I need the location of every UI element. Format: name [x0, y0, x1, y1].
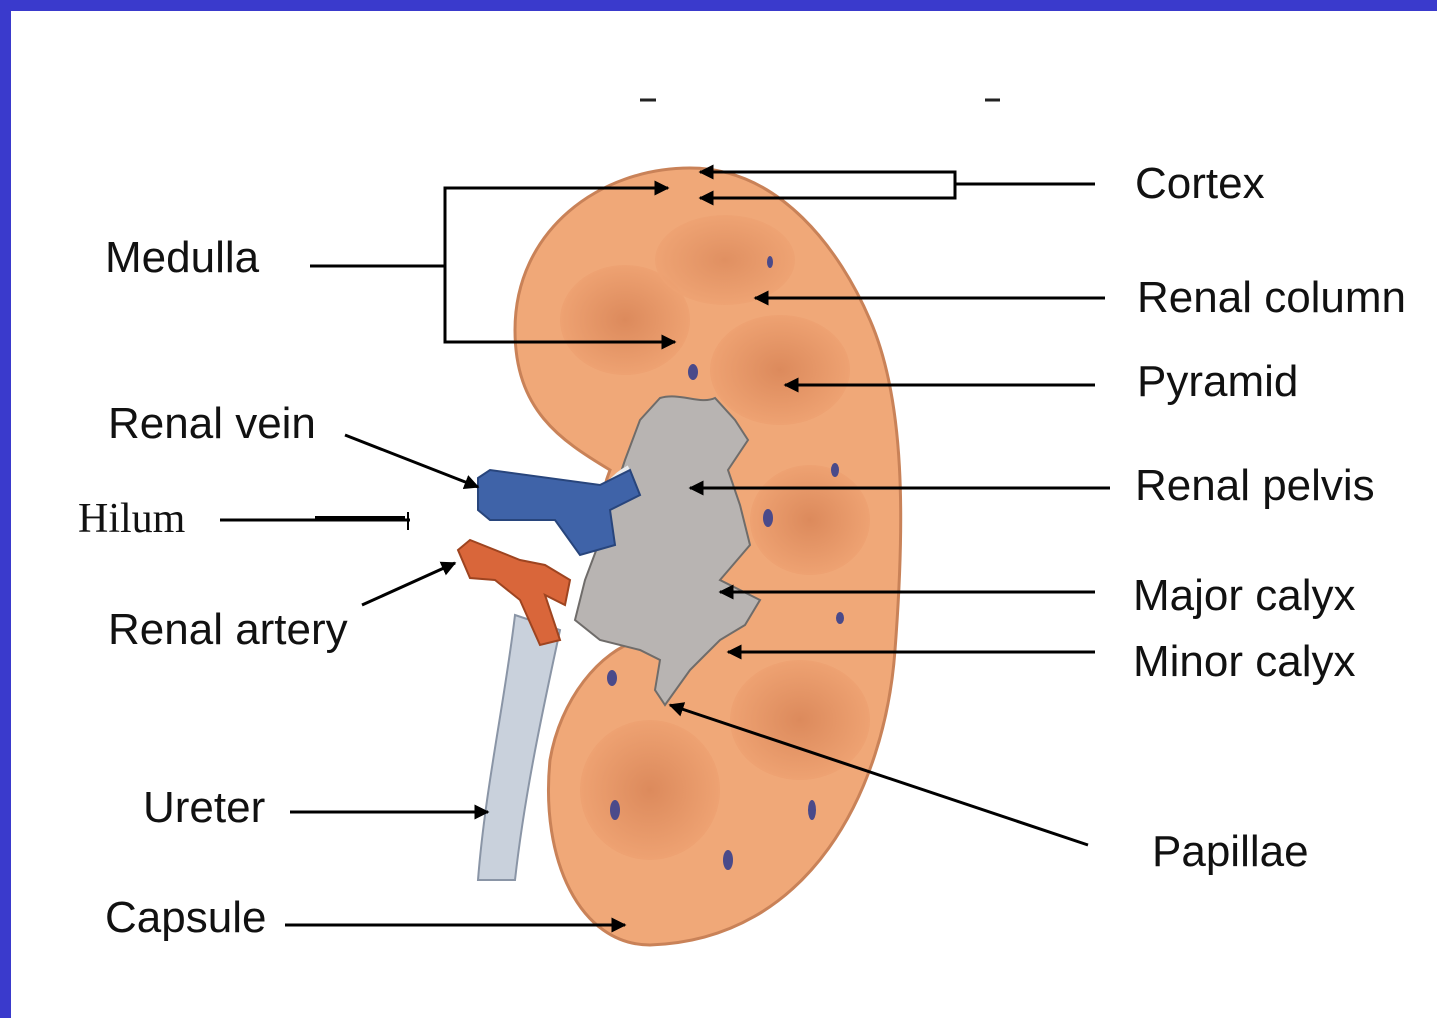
label-pyramid: Pyramid — [1137, 357, 1298, 406]
label-renal-column: Renal column — [1137, 273, 1406, 322]
label-ureter: Ureter — [143, 783, 265, 832]
label-capsule: Capsule — [105, 893, 266, 942]
label-renal-vein: Renal vein — [108, 399, 316, 448]
label-minor-calyx: Minor calyx — [1133, 637, 1356, 686]
ureter-shape — [478, 615, 560, 880]
label-medulla: Medulla — [105, 233, 260, 282]
label-hilum: Hilum — [78, 496, 186, 542]
label-papillae: Papillae — [1152, 827, 1309, 876]
label-renal-artery: Renal artery — [108, 605, 348, 654]
label-major-calyx: Major calyx — [1133, 571, 1356, 620]
label-renal-pelvis: Renal pelvis — [1135, 461, 1375, 510]
label-cortex: Cortex — [1135, 159, 1265, 208]
